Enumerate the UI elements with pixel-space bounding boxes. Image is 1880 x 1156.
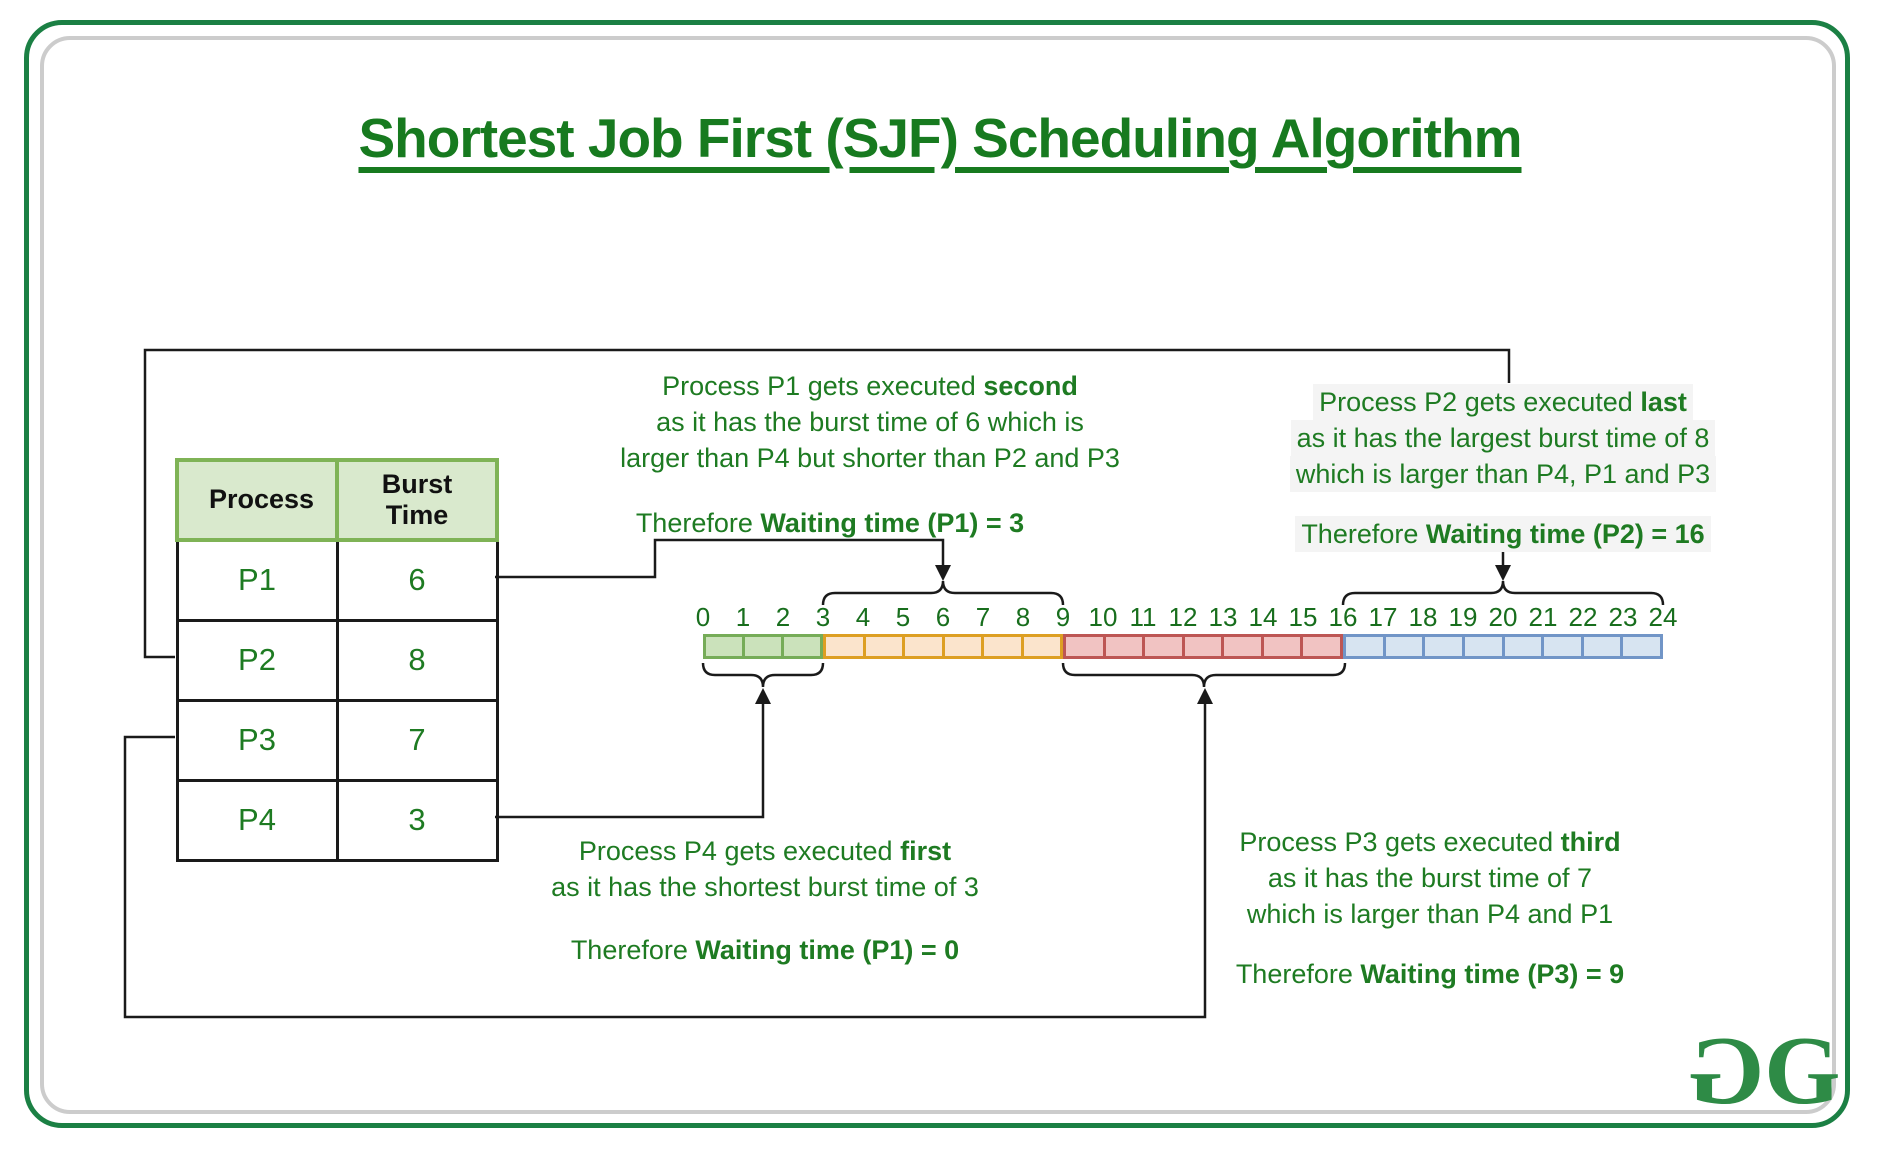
process-cell: P1 [175, 538, 339, 622]
note-p4-line1: Process P4 gets executed first [578, 836, 952, 866]
timeline-tick-14: 14 [1248, 602, 1278, 632]
process-cell: P2 [175, 618, 339, 702]
gantt-cell [1185, 637, 1225, 656]
timeline-tick-12: 12 [1168, 602, 1198, 632]
burst-cell: 3 [335, 778, 499, 862]
gantt-cell [1425, 637, 1465, 656]
note-p2-line2: as it has the largest burst time of 8 [1290, 420, 1716, 456]
gantt-cell [984, 637, 1024, 656]
timeline-tick-2: 2 [775, 602, 791, 632]
timeline-tick-6: 6 [935, 602, 951, 632]
gantt-cell [745, 637, 784, 656]
gantt-cell [706, 637, 745, 656]
timeline-tick-8: 8 [1015, 602, 1031, 632]
timeline-tick-4: 4 [855, 602, 871, 632]
gantt-cell [1544, 637, 1584, 656]
timeline-tick-23: 23 [1608, 602, 1638, 632]
timeline-tick-19: 19 [1448, 602, 1478, 632]
column-header-burst-time: Burst Time [335, 458, 499, 542]
gantt-cell [1584, 637, 1624, 656]
logo-g: G [1764, 1017, 1840, 1125]
timeline-tick-7: 7 [975, 602, 991, 632]
gantt-segment-p2 [1343, 634, 1663, 659]
gantt-segment-p3 [1063, 634, 1343, 659]
note-p2-therefore: Therefore Waiting time (P2) = 16 [1253, 516, 1753, 552]
gantt-cell [945, 637, 984, 656]
gantt-cell [905, 637, 945, 656]
burst-cell: 6 [335, 538, 499, 622]
note-p3: Process P3 gets executed third as it has… [1200, 824, 1660, 932]
note-p4: Process P4 gets executed first as it has… [520, 833, 1010, 905]
process-cell: P4 [175, 778, 339, 862]
burst-cell: 8 [335, 618, 499, 702]
gantt-cell [1224, 637, 1264, 656]
note-p2-line1: Process P2 gets executed last [1313, 384, 1693, 420]
timeline-tick-18: 18 [1408, 602, 1438, 632]
process-cell: P3 [175, 698, 339, 782]
table-row: P4 3 [175, 778, 499, 862]
timeline-tick-21: 21 [1528, 602, 1558, 632]
note-p4-therefore: Therefore Waiting time (P1) = 0 [570, 935, 960, 965]
note-p4-line2: as it has the shortest burst time of 3 [551, 872, 979, 902]
gantt-cell [1465, 637, 1505, 656]
gantt-cell [866, 637, 905, 656]
timeline-tick-22: 22 [1568, 602, 1598, 632]
timeline-tick-24: 24 [1648, 602, 1678, 632]
note-p1: Process P1 gets executed second as it ha… [590, 368, 1150, 476]
note-p2-line3: which is larger than P4, P1 and P3 [1289, 456, 1717, 492]
table-row: P2 8 [175, 618, 499, 702]
timeline-tick-11: 11 [1129, 602, 1157, 632]
inner-gray-frame [40, 36, 1836, 1114]
gantt-cell [1024, 637, 1061, 656]
timeline-tick-5: 5 [895, 602, 911, 632]
gantt-cell [1386, 637, 1426, 656]
gantt-segment-p1 [823, 634, 1063, 659]
table-row: P1 6 [175, 538, 499, 622]
table-row: P3 7 [175, 698, 499, 782]
timeline-tick-13: 13 [1208, 602, 1238, 632]
note-p3-line1: Process P3 gets executed third [1239, 827, 1621, 857]
timeline-tick-9: 9 [1055, 602, 1071, 632]
gantt-cell [1623, 637, 1660, 656]
gantt-cell [826, 637, 866, 656]
gantt-cell [1303, 637, 1340, 656]
column-header-process: Process [175, 458, 339, 542]
timeline-tick-0: 0 [695, 602, 711, 632]
note-p3-line3: which is larger than P4 and P1 [1246, 899, 1614, 929]
table-header-row: Process Burst Time [175, 458, 499, 542]
note-p1-line1: Process P1 gets executed second [662, 371, 1078, 401]
gantt-cell [1066, 637, 1106, 656]
timeline-tick-1: 1 [735, 602, 751, 632]
timeline-tick-3: 3 [815, 602, 831, 632]
timeline-tick-16: 16 [1328, 602, 1358, 632]
gantt-cell [1106, 637, 1146, 656]
note-p2: Process P2 gets executed last as it has … [1253, 384, 1753, 492]
page-title: Shortest Job First (SJF) Scheduling Algo… [358, 107, 1522, 169]
gantt-cell [1346, 637, 1386, 656]
gantt-cell [1505, 637, 1545, 656]
note-p1-line3: larger than P4 but shorter than P2 and P… [620, 443, 1120, 473]
timeline-tick-17: 17 [1368, 602, 1398, 632]
gantt-cell [1264, 637, 1304, 656]
timeline-tick-10: 10 [1088, 602, 1118, 632]
note-p1-therefore: Therefore Waiting time (P1) = 3 [635, 508, 1025, 538]
note-p3-therefore: Therefore Waiting time (P3) = 9 [1235, 959, 1625, 989]
logo-mirrored-g: G [1694, 1017, 1765, 1125]
timeline-tick-15: 15 [1288, 602, 1318, 632]
gantt-cell [1145, 637, 1185, 656]
burst-cell: 7 [335, 698, 499, 782]
outer-green-frame [24, 20, 1850, 1128]
note-p1-line2: as it has the burst time of 6 which is [656, 407, 1084, 437]
gantt-segment-p4 [703, 634, 823, 659]
geeksforgeeks-logo: GG [1694, 1017, 1840, 1125]
process-table: Process Burst Time P1 6 P2 8 P3 7 P4 3 [175, 458, 499, 862]
note-p3-line2: as it has the burst time of 7 [1267, 863, 1593, 893]
gantt-cell [784, 637, 820, 656]
timeline-tick-20: 20 [1488, 602, 1518, 632]
